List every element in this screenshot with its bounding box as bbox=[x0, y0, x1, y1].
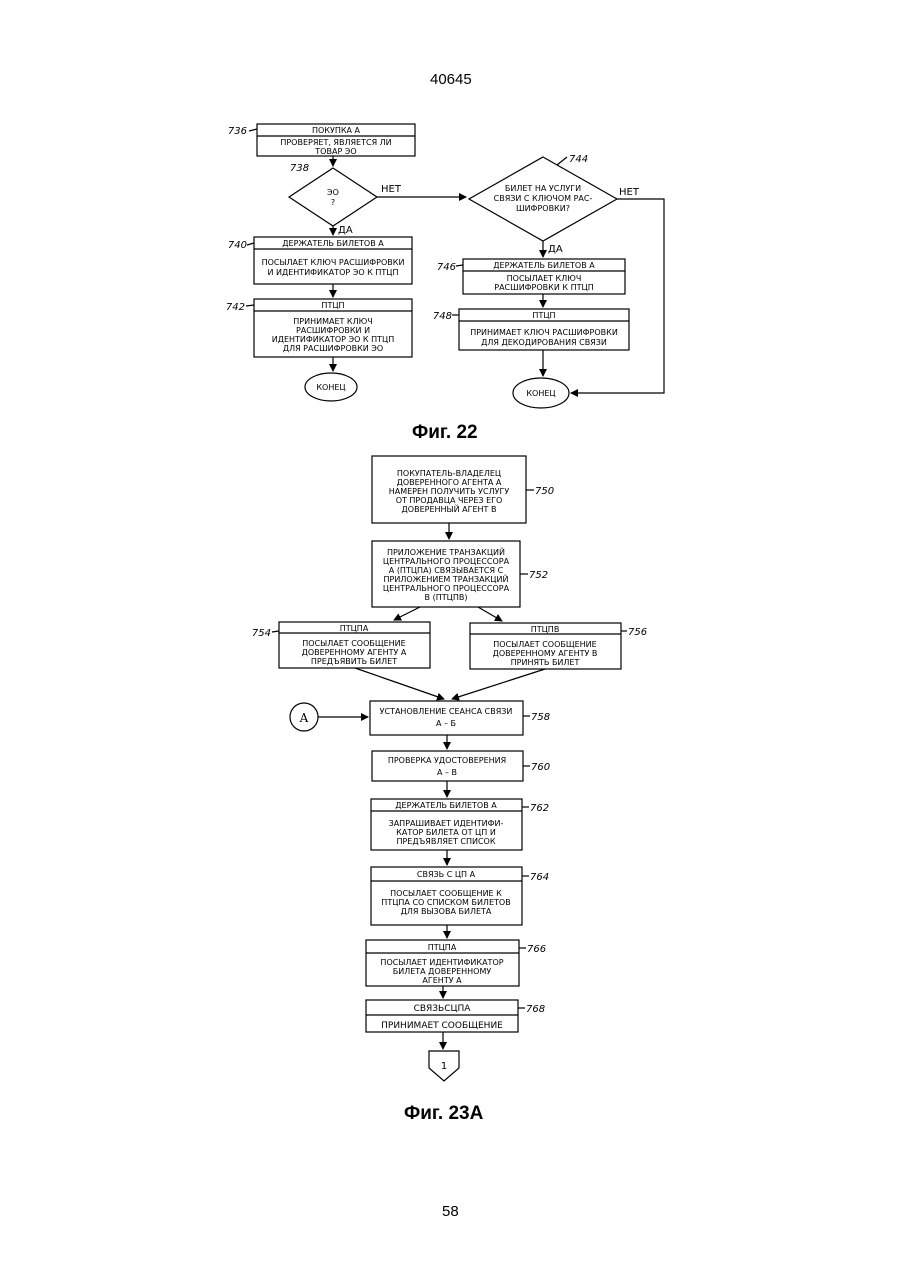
box-760-line1: ПРОВЕРКА УДОСТОВЕРЕНИЯ bbox=[388, 756, 506, 765]
box-742-line2: РАСШИФРОВКИ И bbox=[296, 326, 370, 335]
box-740-line1: ПОСЫЛАЕТ КЛЮЧ РАСШИФРОВКИ bbox=[262, 258, 405, 267]
label-760: 760 bbox=[531, 762, 550, 773]
box-742-line4: ДЛЯ РАСШИФРОВКИ ЭО bbox=[283, 344, 383, 353]
box-758-line2: А – Б bbox=[436, 719, 456, 728]
label-742: 742 bbox=[226, 302, 245, 313]
box-736-line2: ТОВАР ЭО bbox=[314, 147, 356, 156]
box-750-line3: НАМЕРЕН ПОЛУЧИТЬ УСЛУГУ bbox=[389, 487, 510, 496]
offpage-connector-text: 1 bbox=[441, 1061, 447, 1072]
box-764-line2: ПТЦПА СО СПИСКОМ БИЛЕТОВ bbox=[381, 898, 510, 907]
figure-22-caption: Фиг. 22 bbox=[412, 422, 478, 444]
decision-744-line2: СВЯЗИ С КЛЮЧОМ РАС- bbox=[494, 194, 593, 203]
end-left-text: КОНЕЦ bbox=[316, 383, 345, 392]
label-744: 744 bbox=[569, 154, 588, 165]
box-766-line3: АГЕНТУ А bbox=[422, 976, 462, 985]
box-756-line1: ПОСЫЛАЕТ СООБЩЕНИЕ bbox=[493, 640, 596, 649]
box-758-line1: УСТАНОВЛЕНИЕ СЕАНСА СВЯЗИ bbox=[380, 707, 513, 716]
box-764-line1: ПОСЫЛАЕТ СООБЩЕНИЕ К bbox=[390, 889, 502, 898]
label-768: 768 bbox=[526, 1004, 545, 1015]
box-752-line3: А (ПТЦПА) СВЯЗЫВАЕТСЯ С bbox=[389, 566, 504, 575]
box-752-line5: ЦЕНТРАЛЬНОГО ПРОЦЕССОРА bbox=[383, 584, 510, 593]
decision-744-line1: БИЛЕТ НА УСЛУГИ bbox=[505, 184, 581, 193]
end-right-text: КОНЕЦ bbox=[526, 389, 555, 398]
decision-744-line3: ШИФРОВКИ? bbox=[516, 204, 570, 213]
yes-label-744: ДА bbox=[548, 244, 563, 255]
box-756-line3: ПРИНЯТЬ БИЛЕТ bbox=[511, 658, 580, 667]
box-748-title: ПТЦП bbox=[532, 311, 555, 320]
box-742-line1: ПРИНИМАЕТ КЛЮЧ bbox=[293, 317, 373, 326]
no-label-744: НЕТ bbox=[619, 187, 640, 198]
figure-23a-caption: Фиг. 23А bbox=[404, 1103, 483, 1125]
label-738: 738 bbox=[290, 163, 309, 174]
box-768-title: СВЯЗЬСЦПА bbox=[414, 1004, 472, 1014]
box-736-line1: ПРОВЕРЯЕТ, ЯВЛЯЕТСЯ ЛИ bbox=[280, 138, 391, 147]
box-746-title: ДЕРЖАТЕЛЬ БИЛЕТОВ А bbox=[493, 261, 595, 270]
label-746: 746 bbox=[437, 262, 456, 273]
box-764-line3: ДЛЯ ВЫЗОВА БИЛЕТА bbox=[401, 907, 492, 916]
box-762-line3: ПРЕДЪЯВЛЯЕТ СПИСОК bbox=[396, 837, 495, 846]
box-750-line2: ДОВЕРЕННОГО АГЕНТА А bbox=[397, 478, 502, 487]
decision-738-line1: ЭО bbox=[327, 188, 339, 197]
box-754-line1: ПОСЫЛАЕТ СООБЩЕНИЕ bbox=[302, 639, 405, 648]
box-762-line1: ЗАПРАШИВАЕТ ИДЕНТИФИ- bbox=[389, 819, 504, 828]
box-756-title: ПТЦПВ bbox=[531, 625, 560, 634]
box-750-line1: ПОКУПАТЕЛЬ-ВЛАДЕЛЕЦ bbox=[397, 469, 501, 478]
box-746-line2: РАСШИФРОВКИ К ПТЦП bbox=[494, 283, 593, 292]
box-754-title: ПТЦПА bbox=[340, 624, 369, 633]
label-750: 750 bbox=[535, 486, 554, 497]
box-742-title: ПТЦП bbox=[321, 301, 344, 310]
box-756-line2: ДОВЕРЕННОМУ АГЕНТУ В bbox=[493, 649, 598, 658]
label-748: 748 bbox=[433, 311, 452, 322]
label-764: 764 bbox=[530, 872, 549, 883]
box-748-line1: ПРИНИМАЕТ КЛЮЧ РАСШИФРОВКИ bbox=[470, 328, 618, 337]
box-736-title: ПОКУПКА А bbox=[312, 126, 361, 135]
box-762-title: ДЕРЖАТЕЛЬ БИЛЕТОВ А bbox=[395, 801, 497, 810]
footer-page-number: 58 bbox=[442, 1203, 459, 1220]
box-740-title: ДЕРЖАТЕЛЬ БИЛЕТОВ А bbox=[282, 239, 384, 248]
box-752-line6: В (ПТЦПВ) bbox=[425, 593, 468, 602]
box-766-line1: ПОСЫЛАЕТ ИДЕНТИФИКАТОР bbox=[380, 958, 503, 967]
box-764-title: СВЯЗЬ С ЦП А bbox=[417, 870, 476, 879]
box-754-line3: ПРЕДЪЯВИТЬ БИЛЕТ bbox=[311, 657, 397, 666]
box-762-line2: КАТОР БИЛЕТА ОТ ЦП И bbox=[396, 828, 496, 837]
connector-a-text: A bbox=[299, 711, 309, 725]
decision-738-line2: ? bbox=[331, 198, 335, 207]
label-754: 754 bbox=[252, 628, 271, 639]
label-762: 762 bbox=[530, 803, 549, 814]
yes-label-738: ДА bbox=[338, 225, 353, 236]
box-752-line1: ПРИЛОЖЕНИЕ ТРАНЗАКЦИЙ bbox=[387, 546, 505, 557]
box-752-line2: ЦЕНТРАЛЬНОГО ПРОЦЕССОРА bbox=[383, 557, 510, 566]
box-766-title: ПТЦПА bbox=[428, 943, 457, 952]
label-736: 736 bbox=[228, 126, 247, 137]
box-742-line3: ИДЕНТИФИКАТОР ЭО К ПТЦП bbox=[272, 335, 395, 344]
box-760-line2: А – В bbox=[437, 768, 457, 777]
box-748-line2: ДЛЯ ДЕКОДИРОВАНИЯ СВЯЗИ bbox=[481, 338, 607, 347]
label-756: 756 bbox=[628, 627, 647, 638]
no-label-738: НЕТ bbox=[381, 184, 402, 195]
box-752-line4: ПРИЛОЖЕНИЕМ ТРАНЗАКЦИЙ bbox=[384, 573, 509, 584]
label-740: 740 bbox=[228, 240, 247, 251]
box-754-line2: ДОВЕРЕННОМУ АГЕНТУ А bbox=[302, 648, 407, 657]
label-752: 752 bbox=[529, 570, 548, 581]
label-758: 758 bbox=[531, 712, 550, 723]
box-766-line2: БИЛЕТА ДОВЕРЕННОМУ bbox=[393, 967, 492, 976]
label-766: 766 bbox=[527, 944, 546, 955]
box-750-line4: ОТ ПРОДАВЦА ЧЕРЕЗ ЕГО bbox=[396, 496, 503, 505]
box-750-line5: ДОВЕРЕННЫЙ АГЕНТ В bbox=[402, 503, 497, 514]
decision-738 bbox=[289, 168, 377, 226]
box-746-line1: ПОСЫЛАЕТ КЛЮЧ bbox=[507, 274, 582, 283]
box-740-line2: И ИДЕНТИФИКАТОР ЭО К ПТЦП bbox=[267, 268, 398, 277]
box-768-line1: ПРИНИМАЕТ СООБЩЕНИЕ bbox=[381, 1021, 503, 1031]
